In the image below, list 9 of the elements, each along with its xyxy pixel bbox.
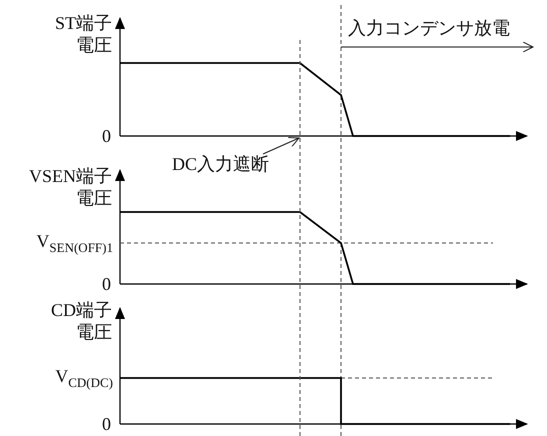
annotation-text: DC入力遮断: [172, 153, 270, 175]
axis-tick-label: 0: [102, 413, 111, 435]
leader-line: [262, 137, 300, 154]
axis-title: VSEN端子電圧: [28, 165, 112, 209]
axis-title: ST端子電圧: [54, 12, 112, 56]
axis-title: CD端子電圧: [50, 299, 112, 343]
axis-tick-label: 0: [102, 125, 111, 147]
annotation-text: 入力コンデンサ放電: [348, 17, 510, 39]
axis-tick-label: 0: [102, 273, 111, 295]
